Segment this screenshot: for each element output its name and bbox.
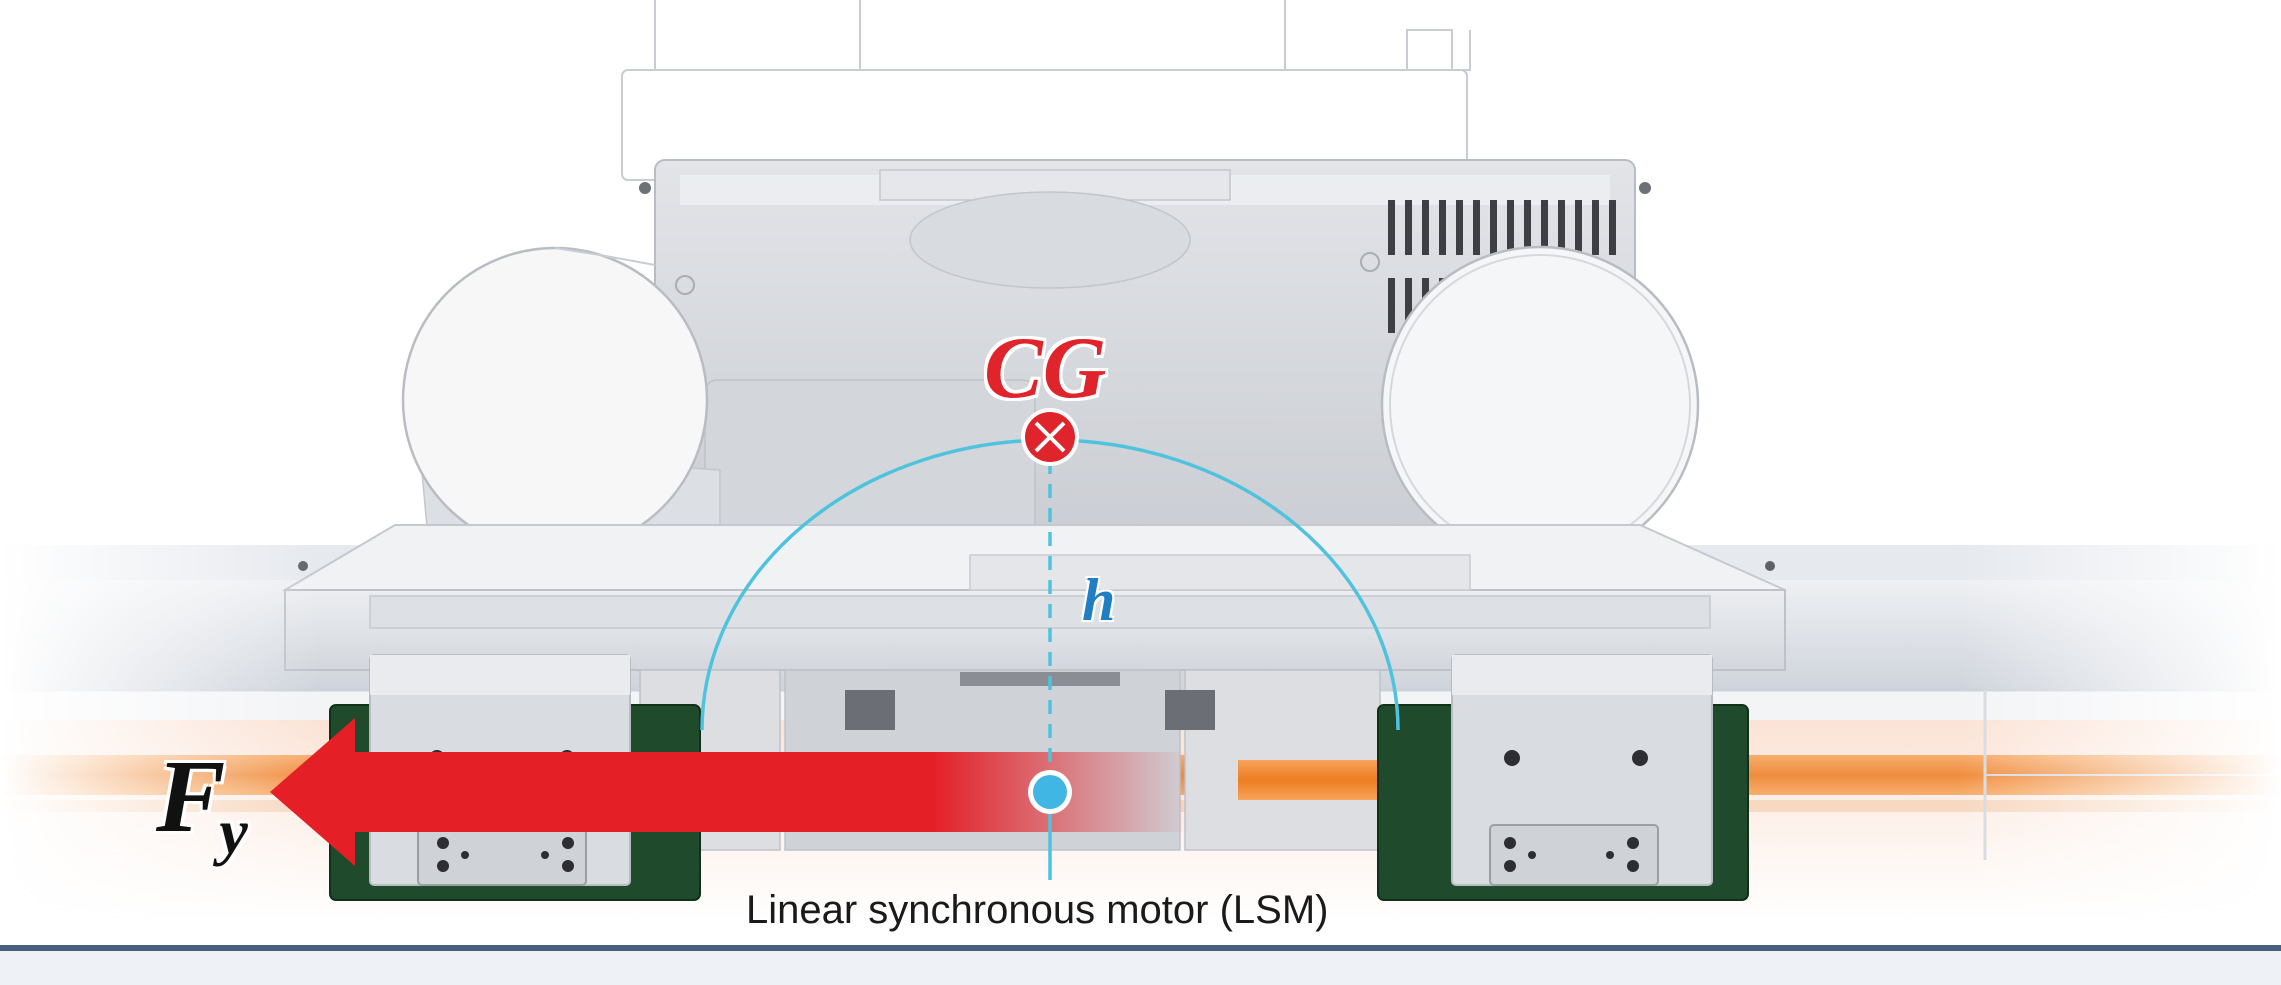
floor (0, 951, 2281, 985)
cg-label: CG (984, 320, 1107, 417)
force-label: Fy (156, 745, 248, 864)
force-arrow-fy (270, 718, 1190, 866)
left-fade (0, 540, 320, 940)
filled-circle-icon (1028, 770, 1072, 814)
lsm-label: Linear synchronous motor (LSM) (746, 888, 1329, 932)
height-label: h (1082, 567, 1116, 633)
right-motor-block (1377, 654, 1749, 901)
right-spool (1380, 245, 1700, 565)
upper-frame-outline (621, 0, 1471, 181)
force-label-base: F (156, 739, 226, 854)
base-line (0, 945, 2281, 951)
right-fade (1960, 540, 2281, 940)
force-label-subscript: y (219, 796, 248, 867)
circled-x-icon (1021, 408, 1079, 466)
carriage-plate (281, 524, 1786, 671)
